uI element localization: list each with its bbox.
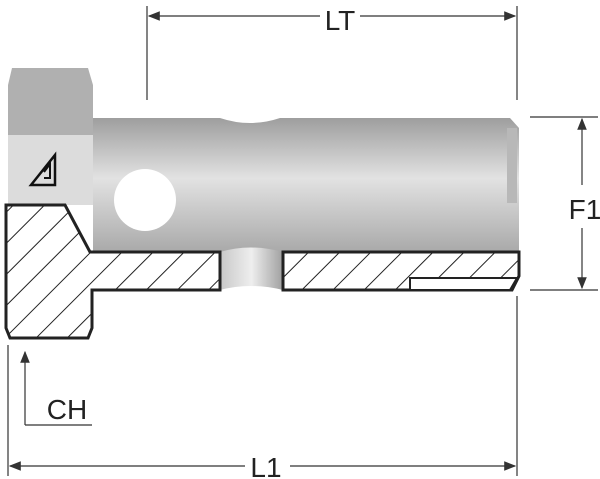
dimension-ch-label: CH (47, 394, 87, 425)
dimension-l1 (7, 296, 518, 476)
dimension-lt-label: LT (325, 5, 356, 36)
cross-section (4, 203, 521, 340)
cross-hole (114, 169, 176, 231)
dimension-lt (146, 6, 518, 100)
brand-logo-icon (28, 151, 57, 187)
dimension-l1-label: L1 (250, 452, 281, 479)
dimension-f1-label: F1 (569, 194, 600, 225)
hex-head (8, 68, 93, 205)
dimension-f1 (530, 116, 598, 291)
dimension-ch (20, 350, 92, 426)
shank-body (93, 118, 519, 290)
